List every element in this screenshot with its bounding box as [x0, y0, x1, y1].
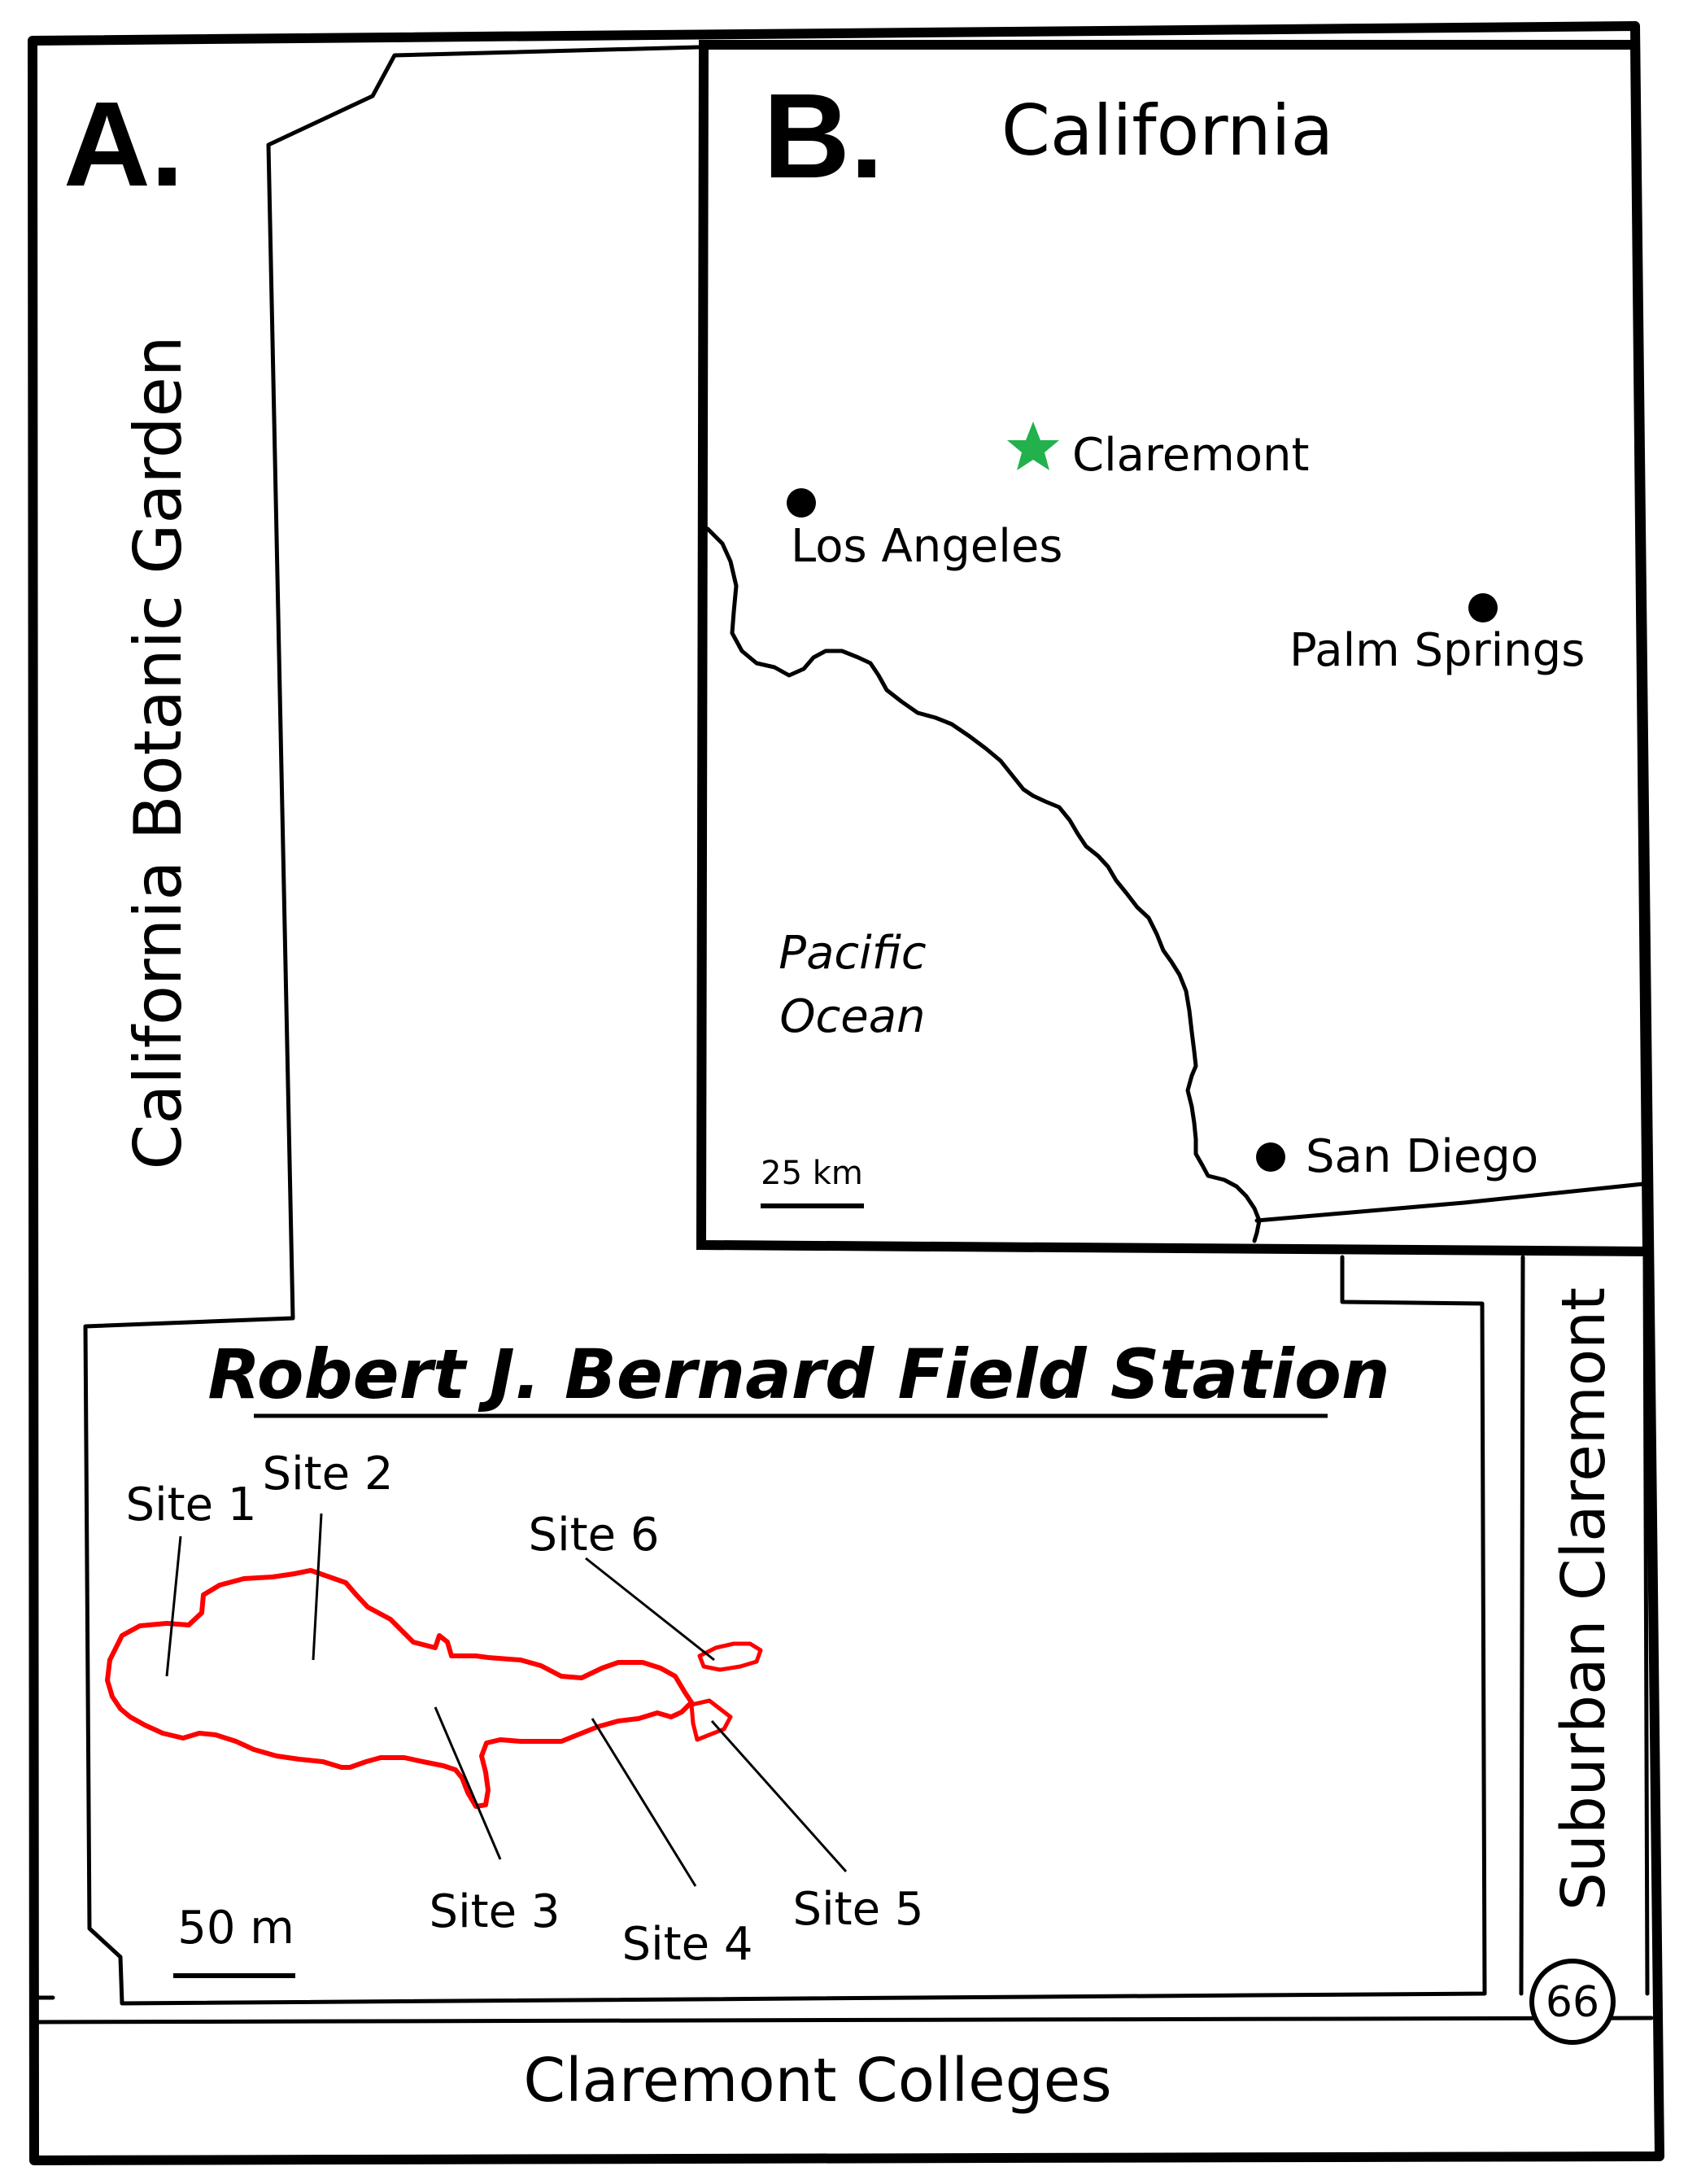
suburban-claremont-label: Suburban Claremont: [1549, 1287, 1619, 1911]
campus-boundary-line: [32, 2016, 1654, 2025]
claremont-city-label: Claremont: [1072, 429, 1309, 482]
san-diego-label: San Diego: [1306, 1130, 1538, 1183]
star-icon: [1007, 422, 1059, 470]
botanic-garden-label: California Botanic Garden: [120, 335, 196, 1169]
route-66-number: 66: [1546, 1978, 1599, 2027]
route-66-shield: [1529, 1959, 1616, 2045]
site-3-leader: [434, 1706, 502, 1860]
palm-springs-marker-icon: [1468, 593, 1498, 622]
site-5-leader: [710, 1720, 848, 1872]
claremont-colleges-label: Claremont Colleges: [523, 2046, 1111, 2116]
site-1-leader: [165, 1535, 182, 1677]
ocean-label-line1: Pacific: [779, 927, 927, 980]
site-boundary-5: [689, 1698, 733, 1742]
site-1-label: Site 1: [126, 1479, 257, 1531]
site-6-leader: [585, 1557, 715, 1662]
botanic-garden-boundary: [83, 45, 1487, 2006]
los-angeles-marker-icon: [787, 488, 816, 518]
site-6-label: Site 6: [529, 1509, 660, 1562]
los-angeles-label: Los Angeles: [791, 520, 1062, 573]
site-5-label: Site 5: [793, 1883, 924, 1936]
coastline: [705, 526, 1262, 1243]
site-2-label: Site 2: [263, 1448, 394, 1500]
panel-b-scale-label: 25 km: [761, 1155, 863, 1192]
panel-a-letter: A.: [63, 77, 184, 212]
panel-b-letter: B.: [763, 69, 883, 203]
site-boundary-6: [697, 1641, 763, 1672]
san-diego-marker-icon: [1256, 1142, 1285, 1172]
site-boundary-main: [105, 1568, 694, 1809]
field-station-title: Robert J. Bernard Field Station: [207, 1334, 1389, 1414]
site-3-label: Site 3: [430, 1885, 560, 1938]
site-4-leader: [591, 1718, 697, 1887]
palm-springs-label: Palm Springs: [1289, 624, 1585, 677]
panel-a-scale-label: 50 m: [177, 1902, 294, 1955]
panel-b-frame: [696, 40, 1653, 1257]
outer-frame: [28, 21, 1664, 2165]
site-2-leader: [312, 1513, 323, 1661]
east-road-strip: [1519, 1255, 1650, 1996]
california-title: California: [1001, 90, 1333, 172]
ocean-label-line2: Ocean: [779, 990, 925, 1043]
international-border: [1254, 1182, 1646, 1223]
site-4-label: Site 4: [622, 1918, 753, 1971]
